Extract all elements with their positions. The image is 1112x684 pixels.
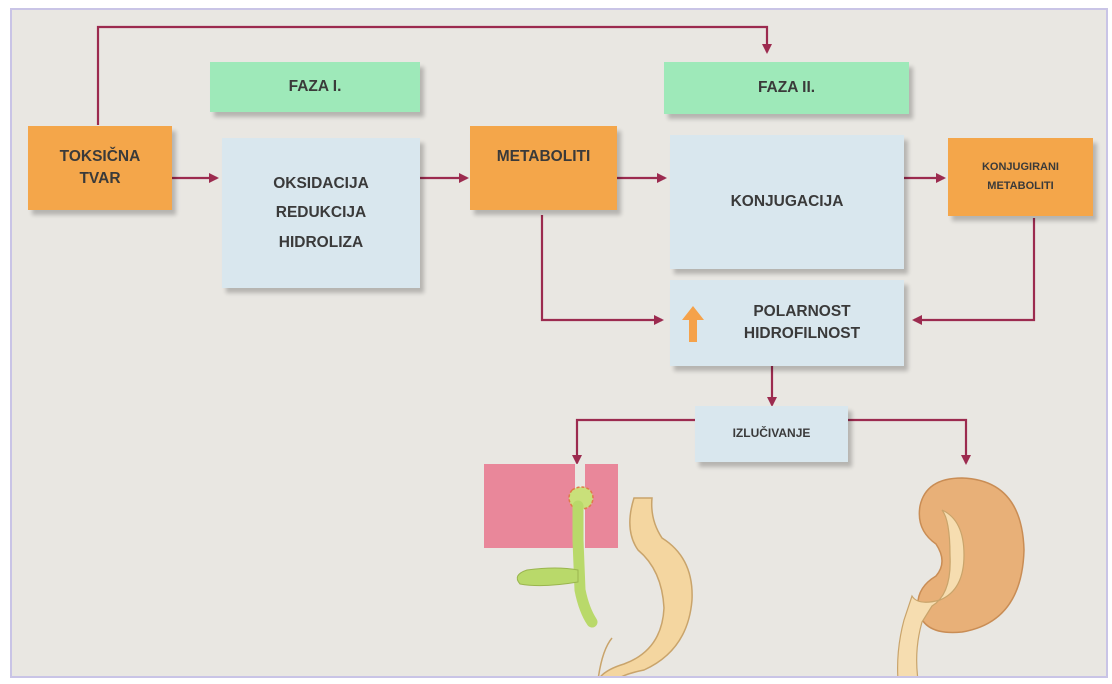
phase-2-label: FAZA II. xyxy=(664,62,909,114)
polarity-box: POLARNOST HIDROFILNOST xyxy=(670,280,904,366)
kidney-icon xyxy=(898,478,1024,678)
up-arrow-icon xyxy=(682,306,704,342)
liver-bile-icon xyxy=(484,464,618,622)
metabolites-box: METABOLITI xyxy=(470,126,617,210)
conjugated-metabolites-box: KONJUGIRANI METABOLITI xyxy=(948,138,1093,216)
arrow-metabolites-to-polarity xyxy=(542,215,662,320)
arrow-excretion-to-kidney xyxy=(848,420,966,463)
phase-1-reactions-box: OKSIDACIJA REDUKCIJA HIDROLIZA xyxy=(222,138,420,288)
connector-layer xyxy=(12,10,1108,678)
toxic-substance-box: TOKSIČNA TVAR xyxy=(28,126,172,210)
phase-1-label: FAZA I. xyxy=(210,62,420,112)
conjugation-box: KONJUGACIJA xyxy=(670,135,904,269)
arrow-excretion-to-liver xyxy=(577,420,695,463)
arrow-conjugated-to-polarity xyxy=(914,218,1034,320)
diagram-canvas: FAZA I. FAZA II. TOKSIČNA TVAR OKSIDACIJ… xyxy=(10,8,1108,678)
excretion-box: IZLUČIVANJE xyxy=(695,406,848,462)
